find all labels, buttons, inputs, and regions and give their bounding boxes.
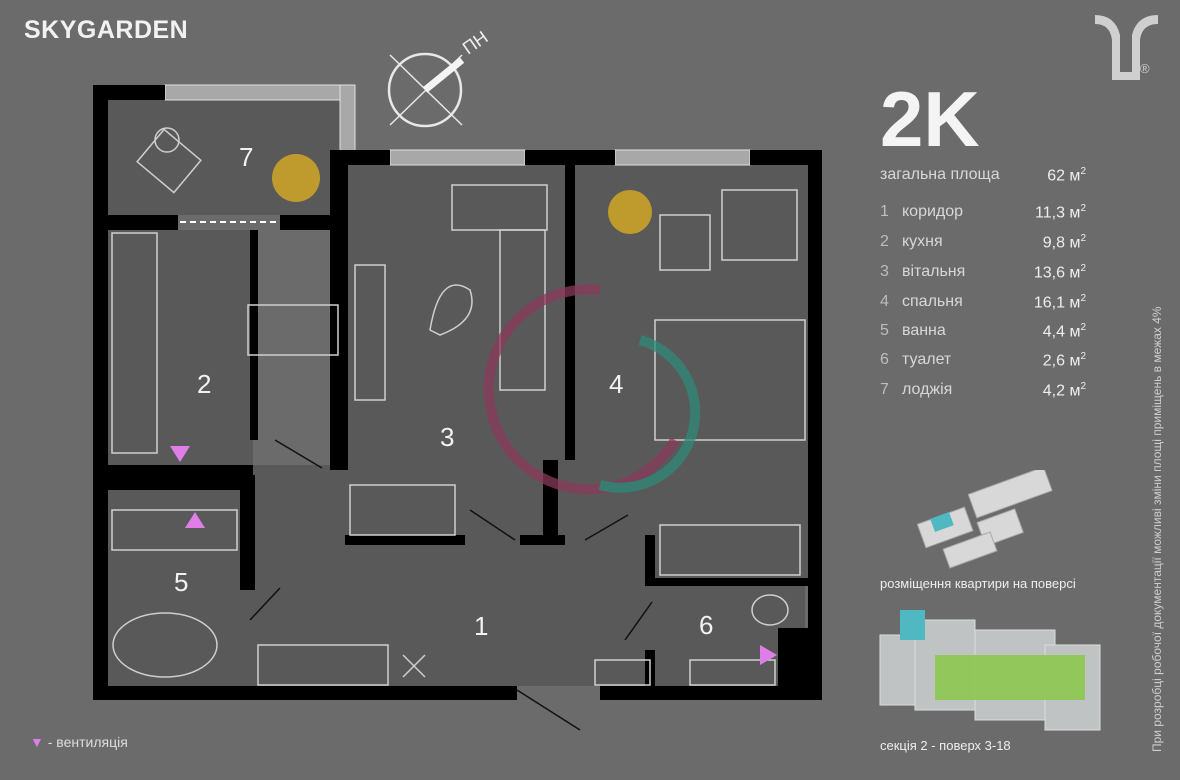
svg-text:ПН: ПН — [459, 27, 492, 58]
furniture — [111, 127, 806, 686]
vent-icon — [185, 512, 205, 528]
watermark-logo — [483, 284, 701, 495]
vent-legend-icon: ▼ — [30, 734, 44, 750]
floor-placement-label: розміщення квартири на поверсі — [880, 576, 1076, 591]
developer-logo-icon: ® — [1095, 15, 1158, 80]
room-label-6: 6 — [699, 610, 713, 640]
room-label-5: 5 — [174, 567, 188, 597]
room-kitchen-floor — [108, 230, 253, 465]
compass-icon: ПН — [387, 27, 492, 128]
room-label-3: 3 — [440, 422, 454, 452]
plant-icon — [272, 154, 320, 202]
total-area-value: 62 м2 — [1047, 166, 1086, 185]
room-label-4: 4 — [609, 369, 623, 399]
brand-logo-text: SKYGARDEN — [24, 16, 189, 44]
floor-placement-map — [916, 470, 1053, 569]
total-area-label: загальна площа — [880, 166, 1000, 183]
legend-text: - вентиляція — [43, 734, 128, 750]
floor-plan: ПН — [93, 27, 822, 731]
walls — [93, 85, 822, 700]
room-corridor-floor — [240, 465, 660, 686]
plant-icon — [608, 190, 652, 234]
svg-text:®: ® — [1140, 61, 1150, 76]
apartment-type: 2K — [880, 75, 980, 163]
section-floor-label: секція 2 - поверх 3-18 — [880, 738, 1011, 753]
vent-icon — [170, 446, 190, 462]
section-3d-map — [879, 610, 1101, 731]
room-label-7: 7 — [239, 142, 253, 172]
vent-icon — [760, 645, 777, 665]
room-label-2: 2 — [197, 369, 211, 399]
total-area-row: загальна площа 62 м2 — [880, 166, 1086, 185]
room-label-1: 1 — [474, 611, 488, 641]
legend-ventilation: ▼ - вентиляція — [30, 734, 128, 750]
room-bath-floor — [108, 490, 248, 686]
area-disclaimer: При розробці робочої документації можлив… — [1150, 306, 1164, 752]
